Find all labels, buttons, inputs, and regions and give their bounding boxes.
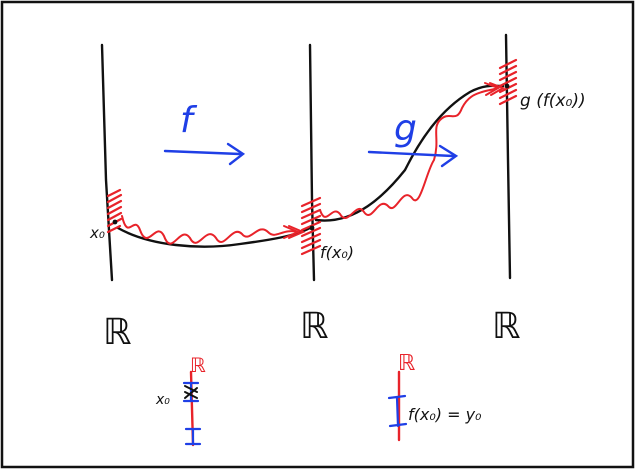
g-f-x0-label: g (f(x₀)) <box>520 91 586 111</box>
f-x0-point <box>309 225 315 231</box>
bottom-left-blue-interval-bottom <box>184 427 202 446</box>
g-blue-arrow-shaft <box>367 150 455 158</box>
bottom-left-r-label: ℝ <box>190 353 206 377</box>
g-mapping-curve <box>314 84 505 222</box>
middle-axis-line <box>308 43 316 282</box>
g-f-x0-point <box>504 83 510 89</box>
g-blue-arrowhead <box>438 144 459 168</box>
f-blue-arrowhead <box>226 142 246 166</box>
g-red-wavy-path <box>319 87 499 219</box>
f-red-wavy-path <box>121 215 299 245</box>
bottom-left-black-hatch <box>184 385 198 399</box>
g-red-arrowhead <box>484 82 501 96</box>
f-red-arrowhead <box>283 225 301 239</box>
f-label: f <box>180 100 198 141</box>
x0-point <box>112 219 118 225</box>
f-x0-neighborhood-hatch <box>300 196 322 256</box>
middle-r-label: ℝ <box>300 306 329 347</box>
g-label: g <box>394 108 417 149</box>
bottom-right-blue-interval <box>387 394 408 428</box>
f-x0-label: f(x₀) <box>320 243 354 262</box>
bottom-right-r-label: ℝ <box>398 351 415 376</box>
x0-neighborhood-hatch <box>106 188 123 234</box>
f-x0-equals-y0-label: f(x₀) = y₀ <box>408 405 482 424</box>
f-blue-arrow-shaft <box>163 149 242 156</box>
domain-axis-line <box>100 43 114 282</box>
x0-label: x₀ <box>89 224 105 242</box>
g-red-arrowhead-2 <box>489 82 506 96</box>
bottom-left-x0-label: x₀ <box>155 392 170 408</box>
f-red-arrowhead-2 <box>288 225 306 239</box>
domain-r-label: ℝ <box>103 312 132 353</box>
codomain-r-label: ℝ <box>492 306 521 347</box>
